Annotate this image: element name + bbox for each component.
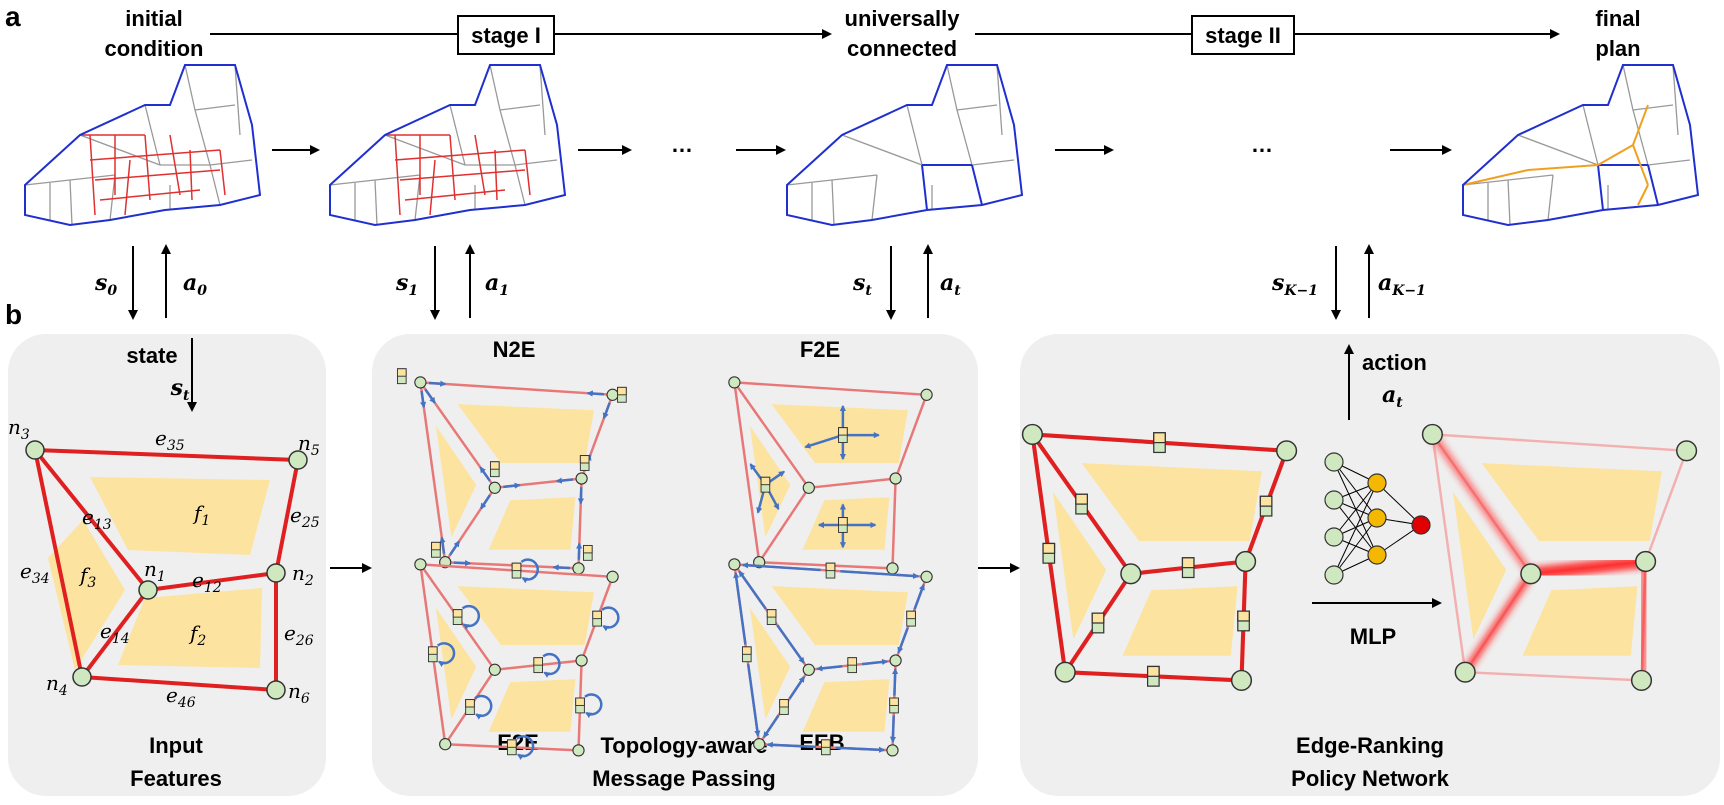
svg-text:plan: plan xyxy=(1595,36,1640,61)
node-n6 xyxy=(266,680,286,700)
mlp-network xyxy=(1324,452,1431,585)
svg-text:n3: n3 xyxy=(8,415,30,443)
ellipsis: … xyxy=(1251,132,1273,157)
svg-text:s1: s1 xyxy=(395,270,418,299)
edge-e14 xyxy=(80,588,150,679)
svg-text:e34: e34 xyxy=(20,559,50,587)
city-map-connected xyxy=(786,64,1024,227)
svg-text:a0: a0 xyxy=(183,270,207,299)
svg-text:state: state xyxy=(126,343,177,368)
n2e-label: N2E xyxy=(493,337,536,362)
node-n1 xyxy=(138,580,158,600)
action-label: action xyxy=(1362,350,1427,375)
svg-text:st: st xyxy=(852,270,872,299)
node-n4 xyxy=(72,667,92,687)
svg-text:sK−1: sK−1 xyxy=(1271,270,1318,299)
state-action-pair-k: sK−1 aK−1 xyxy=(1271,244,1426,320)
face-f2 xyxy=(118,588,262,668)
stage-2-box xyxy=(1191,15,1295,55)
svg-text:Edge-Ranking: Edge-Ranking xyxy=(1296,733,1444,758)
label-initial-condition: initial condition xyxy=(105,6,204,61)
svg-text:Policy Network: Policy Network xyxy=(1291,766,1449,791)
panel-a-letter: a xyxy=(5,1,21,32)
label-final-plan: final plan xyxy=(1595,6,1640,61)
svg-text:e26: e26 xyxy=(284,621,314,649)
panel-b-letter: b xyxy=(5,299,22,330)
stage-2-label: stage II xyxy=(1205,23,1281,48)
svg-text:e13: e13 xyxy=(82,505,112,533)
svg-text:e12: e12 xyxy=(192,568,222,596)
label-universally-connected: universally connected xyxy=(845,6,961,61)
svg-text:Input: Input xyxy=(149,733,203,758)
edge-e46 xyxy=(81,675,277,692)
svg-text:final: final xyxy=(1595,6,1640,31)
svg-text:s0: s0 xyxy=(94,270,117,299)
node-n2 xyxy=(266,563,286,583)
svg-text:aK−1: aK−1 xyxy=(1378,270,1426,299)
edge-e12 xyxy=(147,571,277,592)
node-n3 xyxy=(25,440,45,460)
svg-text:connected: connected xyxy=(847,36,957,61)
mlp-label: MLP xyxy=(1350,624,1396,649)
svg-text:condition: condition xyxy=(105,36,204,61)
ellipsis: … xyxy=(671,132,693,157)
edge-e35 xyxy=(34,448,299,462)
message-passing-panel: N2E F2E E2E EEB Topology-aware Message P… xyxy=(372,334,978,796)
svg-text:at: at xyxy=(1382,382,1403,411)
svg-text:initial: initial xyxy=(125,6,182,31)
state-action-pair-0: s0 a0 xyxy=(94,244,207,320)
svg-text:Topology-aware: Topology-aware xyxy=(600,733,767,758)
face-f1 xyxy=(90,477,270,555)
edge-e13 xyxy=(33,448,150,592)
svg-text:n1: n1 xyxy=(144,557,166,585)
edge-e25 xyxy=(274,459,300,574)
edge-e34 xyxy=(33,449,84,678)
face-f3 xyxy=(48,520,125,670)
svg-text:e46: e46 xyxy=(166,683,196,711)
svg-text:n6: n6 xyxy=(288,679,310,707)
city-map-stage1 xyxy=(329,64,567,227)
city-map-initial xyxy=(24,64,262,227)
svg-text:e14: e14 xyxy=(100,619,130,647)
svg-text:e25: e25 xyxy=(290,503,320,531)
svg-text:st: st xyxy=(170,375,190,404)
f2e-label: F2E xyxy=(800,337,840,362)
input-features-panel: state st n3 n5 n1 n2 xyxy=(8,334,326,796)
policy-network-panel: action at MLP Edge-Ranking Po xyxy=(1020,334,1720,796)
svg-text:Features: Features xyxy=(130,766,222,791)
svg-text:n4: n4 xyxy=(46,671,68,699)
state-action-pair-1: s1 a1 xyxy=(395,244,509,320)
svg-text:universally: universally xyxy=(845,6,961,31)
svg-text:n2: n2 xyxy=(292,561,314,589)
city-map-final xyxy=(1462,64,1700,227)
svg-text:n5: n5 xyxy=(298,431,320,459)
svg-text:e35: e35 xyxy=(155,426,185,454)
svg-text:a1: a1 xyxy=(485,270,509,299)
svg-text:at: at xyxy=(940,270,961,299)
state-action-pair-t: st at xyxy=(852,244,961,320)
svg-text:Message Passing: Message Passing xyxy=(592,766,775,791)
stage-1-label: stage I xyxy=(471,23,541,48)
node-n5 xyxy=(288,450,308,470)
